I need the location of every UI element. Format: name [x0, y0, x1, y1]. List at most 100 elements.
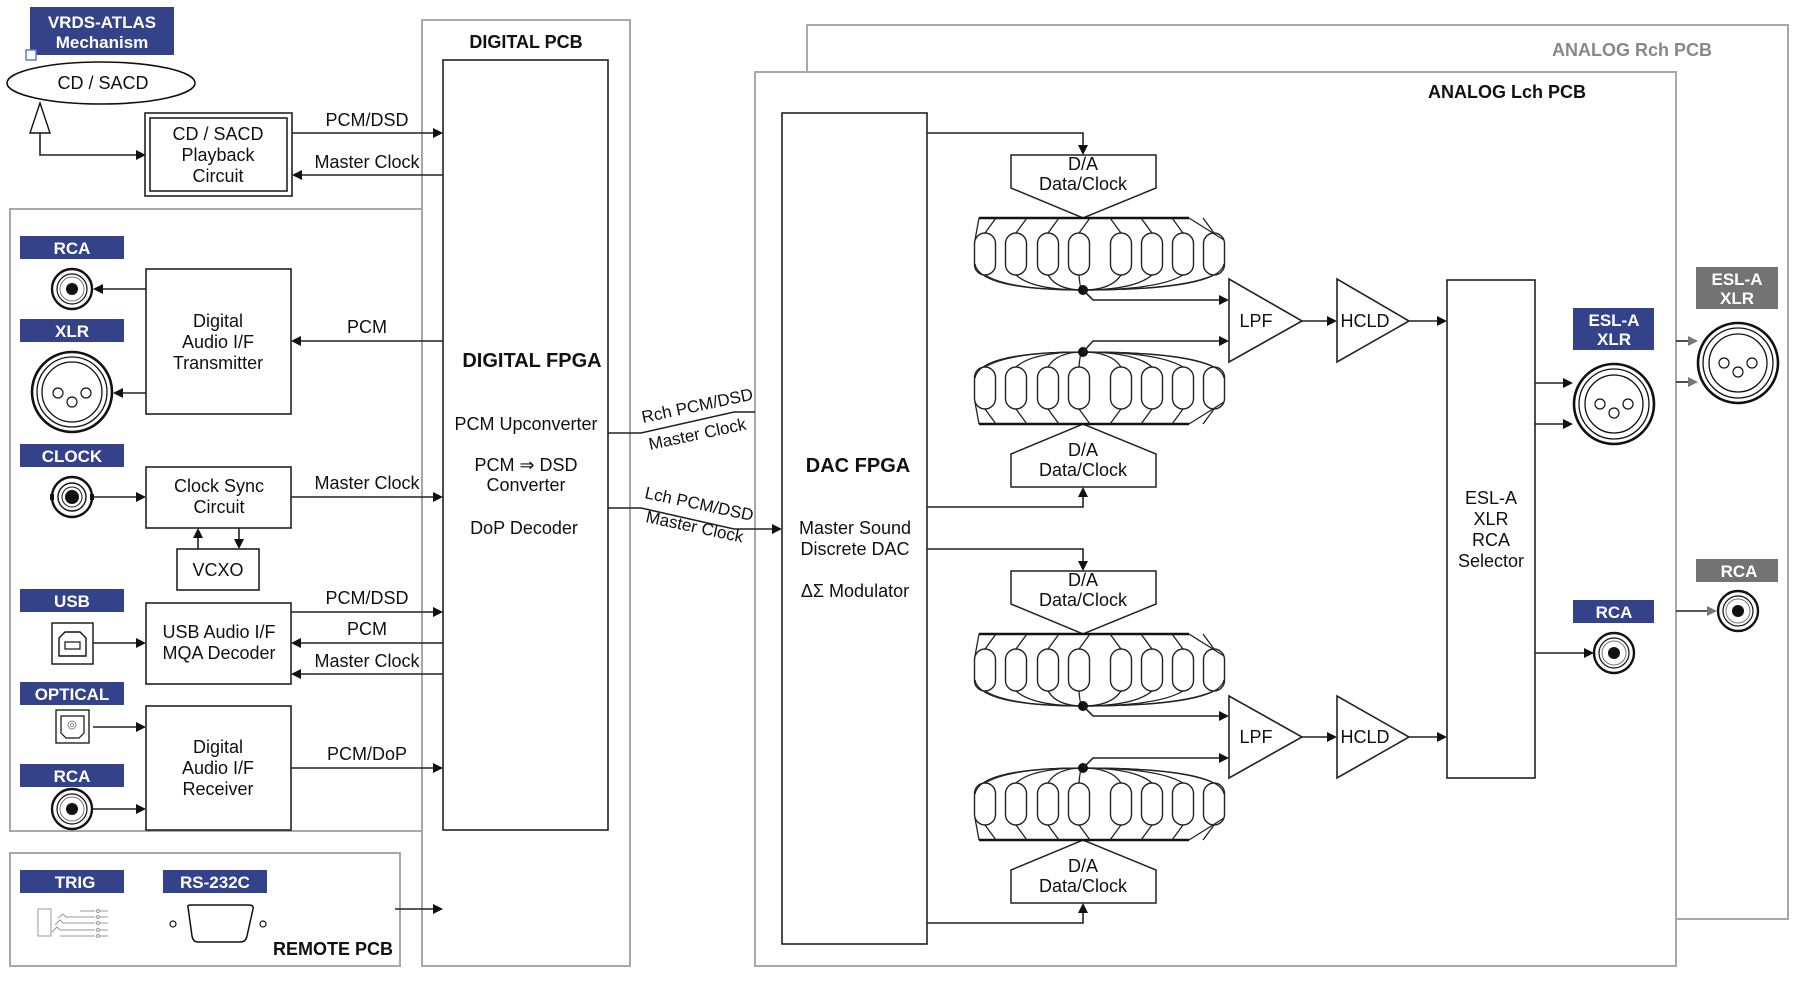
fpga-function: PCM ⇒ DSD — [474, 455, 577, 475]
resistor-element — [1171, 782, 1195, 826]
digital-fpga-block: DIGITAL FPGA PCM Upconverter PCM ⇒ DSD C… — [442, 59, 609, 831]
optical-port-icon[interactable] — [55, 709, 90, 744]
input-pcb-border — [9, 208, 422, 832]
clock-sync-line1: Clock Sync — [174, 476, 264, 496]
disc-label: CD / SACD — [57, 73, 148, 93]
trig-jack-icon[interactable] — [37, 908, 108, 938]
usb-to-block-arrow — [93, 638, 146, 648]
arrow-icon — [1219, 295, 1229, 305]
clock-sync-block: Clock Sync Circuit — [145, 466, 292, 529]
rca-to-receiver-arrow — [93, 804, 146, 814]
playback-to-fpga-signal: PCM/DSD — [292, 110, 443, 138]
usb-label: USB — [20, 589, 124, 612]
receiver-to-fpga-signal: PCM/DoP — [291, 744, 443, 773]
resistor-element — [1036, 366, 1060, 410]
clock-label: CLOCK — [20, 444, 124, 467]
lpf-to-hcld-arrow-lower — [1302, 732, 1337, 742]
rca-in-text: RCA — [54, 767, 91, 786]
resistor-element — [1067, 232, 1091, 276]
clock-bnc-jack-icon[interactable] — [50, 475, 94, 519]
da-data-clock-label: Data/Clock — [1039, 460, 1128, 480]
arrow-icon — [1078, 145, 1088, 155]
selector-line: ESL-A — [1465, 488, 1517, 508]
arrow-icon — [1078, 903, 1088, 913]
resistor-element — [1036, 782, 1060, 826]
transmitter-line1: Digital — [193, 311, 243, 331]
transmitter-line3: Transmitter — [173, 353, 263, 373]
clock-to-sync-arrow — [93, 492, 146, 502]
da-data-clock-label: Data/Clock — [1039, 876, 1128, 896]
lch-rca-out-jack-icon[interactable] — [1592, 631, 1636, 675]
resistor-element — [1109, 232, 1133, 276]
usb-b-port-icon[interactable] — [51, 622, 94, 665]
lch-xlr-out-jack-icon[interactable] — [1572, 362, 1656, 446]
resistor-element — [1140, 232, 1164, 276]
hcld-label: HCLD — [1340, 311, 1389, 331]
resistor-element — [1109, 782, 1133, 826]
hcld-label: HCLD — [1340, 727, 1389, 747]
selector-to-xlr-arrows — [1535, 378, 1573, 429]
dac-function: ΔΣ Modulator — [801, 581, 909, 601]
optical-to-receiver-arrow — [93, 722, 146, 732]
da-label: D/A — [1068, 440, 1098, 460]
rch-xlr-text: XLR — [1720, 289, 1754, 308]
playback-line3: Circuit — [192, 166, 243, 186]
pcm-dop-label: PCM/DoP — [327, 744, 407, 764]
rca-in-jack-icon[interactable] — [50, 787, 94, 831]
rca-out-text: RCA — [54, 239, 91, 258]
output-selector-block: ESL-A XLR RCA Selector — [1446, 279, 1536, 779]
arrow-icon — [1219, 711, 1229, 721]
selection-handle-icon[interactable] — [25, 49, 37, 61]
mechanism-title: VRDS-ATLAS — [48, 13, 156, 32]
lpf-lower: LPF — [1228, 694, 1304, 780]
rca-in-label: RCA — [20, 764, 124, 787]
xlr-out-jack-icon[interactable] — [30, 350, 114, 434]
lch-xlr-text: ESL-A — [1589, 311, 1640, 330]
vcxo-arrows — [193, 528, 244, 549]
rch-rca-out-jack-icon[interactable] — [1716, 589, 1760, 633]
arrow-icon — [1078, 561, 1088, 571]
arrow-icon — [1078, 487, 1088, 497]
resistor-element — [973, 232, 997, 276]
optical-label: OPTICAL — [20, 682, 124, 705]
usb-pcm-signal: PCM — [291, 619, 443, 648]
da-data-clock-label: Data/Clock — [1039, 590, 1128, 610]
arrow-icon — [1219, 753, 1229, 763]
resistor-element — [1140, 648, 1164, 692]
hcld-lower: HCLD — [1336, 694, 1411, 780]
rch-xlr-text: ESL-A — [1712, 270, 1763, 289]
hcld-to-selector-arrow-upper — [1409, 316, 1447, 326]
receiver-line1: Digital — [193, 737, 243, 757]
db9-port-icon[interactable] — [169, 904, 267, 943]
transmitter-to-rca-arrow — [93, 284, 146, 294]
receiver-block: Digital Audio I/F Receiver — [145, 705, 292, 831]
lch-xlr-label: ESL-A XLR — [1573, 308, 1654, 350]
rca-out-jack-icon[interactable] — [50, 267, 94, 311]
fpga-to-playback-clock: Master Clock — [292, 152, 443, 180]
mechanism-subtitle: Mechanism — [56, 33, 149, 52]
resistor-element — [1036, 232, 1060, 276]
da-module-group: D/AData/ClockD/AData/ClockD/AData/ClockD… — [927, 132, 1229, 924]
rch-to-rca-arrow — [1676, 606, 1717, 616]
fpga-function: DoP Decoder — [470, 518, 578, 538]
rch-xlr-out-jack-icon[interactable] — [1696, 321, 1780, 405]
playback-line1: CD / SACD — [172, 124, 263, 144]
dac-fpga-title: DAC FPGA — [806, 455, 910, 477]
dac-fpga-block: DAC FPGA Master Sound Discrete DAC ΔΣ Mo… — [781, 112, 928, 945]
transmitter-block: Digital Audio I/F Transmitter — [145, 268, 292, 415]
fpga-function: Converter — [486, 475, 565, 495]
dac-function: Discrete DAC — [800, 539, 909, 559]
resistor-element — [1004, 232, 1028, 276]
lch-xlr-text: XLR — [1597, 330, 1631, 349]
digital-pcb-title: DIGITAL PCB — [469, 32, 582, 52]
trig-label: TRIG — [20, 870, 124, 893]
lch-rca-label: RCA — [1573, 600, 1654, 623]
selector-line: RCA — [1472, 530, 1510, 550]
vrds-atlas-label: VRDS-ATLAS Mechanism — [25, 7, 174, 61]
digital-fpga-title: DIGITAL FPGA — [462, 350, 601, 372]
remote-pcb-title: REMOTE PCB — [273, 939, 393, 959]
resistor-element — [1004, 648, 1028, 692]
